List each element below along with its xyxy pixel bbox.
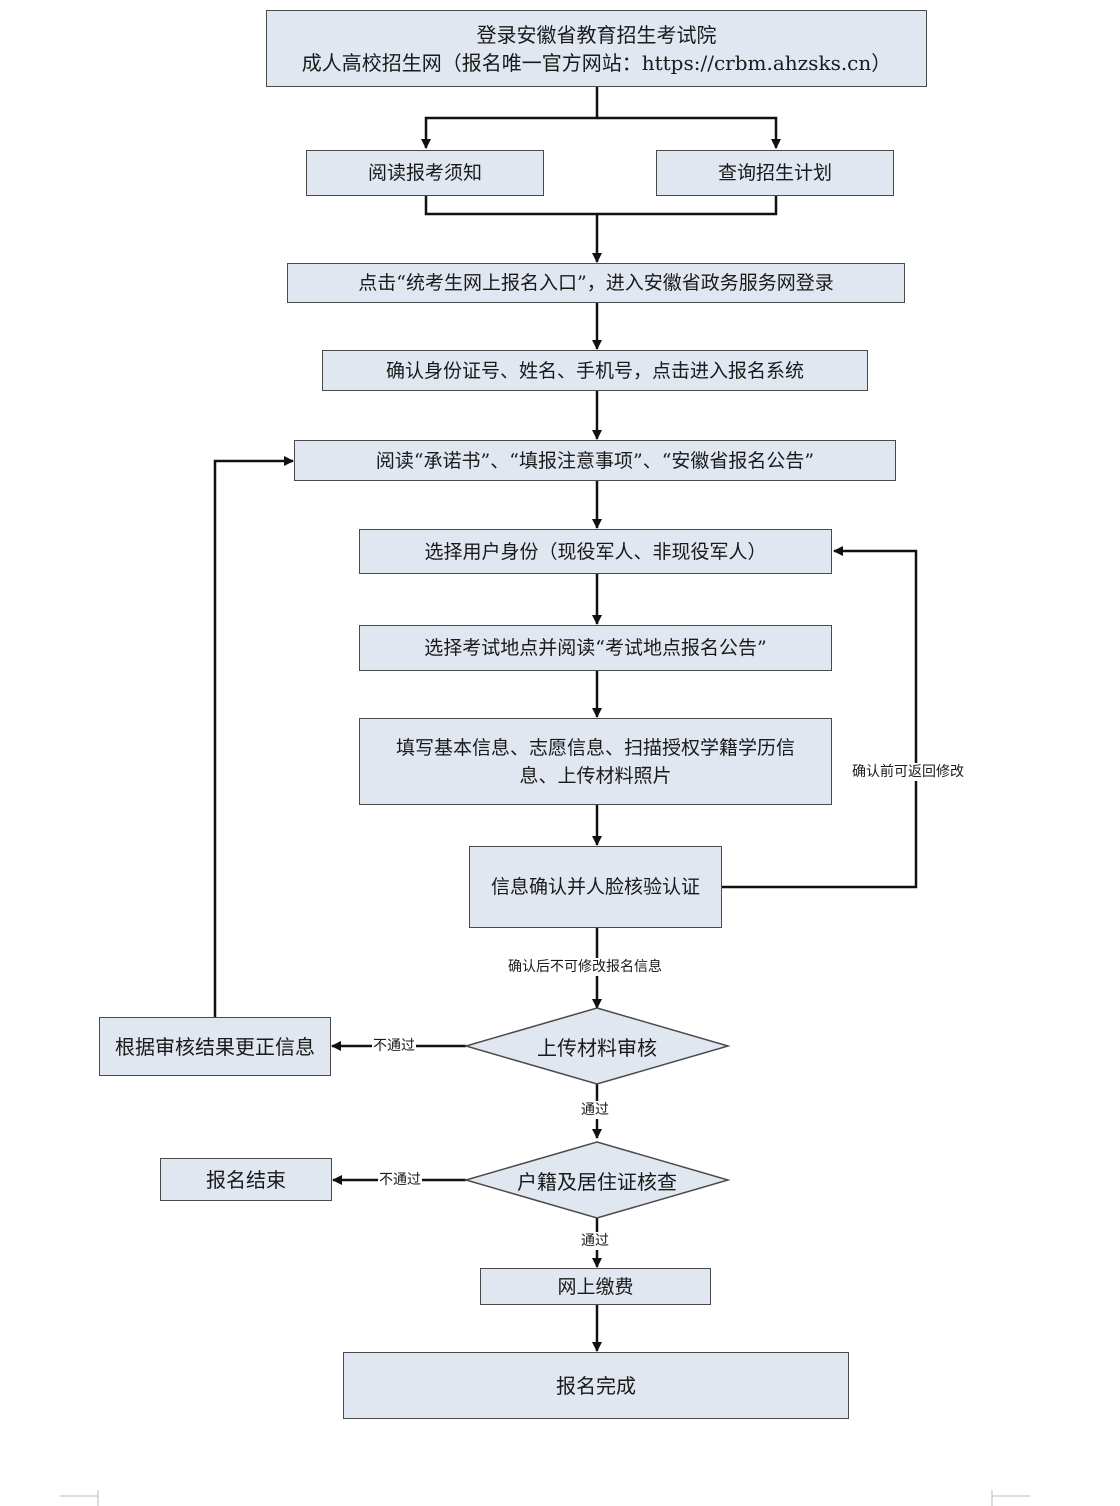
node-confirm-face: 信息确认并人脸核验认证: [469, 846, 722, 928]
node-material-review: 上传材料审核: [466, 1026, 728, 1066]
page-corner-mark: [60, 1490, 99, 1506]
node-correct-info: 根据审核结果更正信息: [99, 1017, 331, 1076]
node-household-check: 户籍及居住证核查: [466, 1160, 728, 1200]
edge-login-split: [421, 87, 599, 149]
edge-label-pass-household: 通过: [580, 1232, 610, 1250]
node-select-identity: 选择用户身份（现役军人、非现役军人）: [359, 529, 832, 574]
node-read-notice: 阅读报考须知: [306, 150, 544, 196]
node-click-entry-label: 点击“统考生网上报名入口”，进入安徽省政务服务网登录: [358, 272, 834, 294]
diamond-material-review: [463, 1007, 731, 1085]
node-login: 登录安徽省教育招生考试院 成人高校招生网（报名唯一官方网站：https://cr…: [266, 10, 927, 87]
node-reg-complete: 报名完成: [343, 1352, 849, 1419]
node-select-identity-label: 选择用户身份（现役军人、非现役军人）: [424, 540, 767, 563]
node-login-line2: 成人高校招生网（报名唯一官方网站：https://crbm.ahzsks.cn）: [301, 50, 892, 75]
edge-read-merge: [424, 196, 602, 263]
node-pay-online: 网上缴费: [480, 1268, 711, 1305]
node-select-site-label: 选择考试地点并阅读“考试地点报名公告”: [424, 637, 767, 659]
node-fill-info-line2: 息、上传材料照片: [519, 764, 672, 787]
node-reg-end-label: 报名结束: [206, 1167, 286, 1192]
node-correct-info-label: 根据审核结果更正信息: [115, 1034, 315, 1059]
node-pay-online-label: 网上缴费: [557, 1275, 634, 1298]
edge-query-merge: [597, 196, 778, 216]
node-read-pledge: 阅读“承诺书”、“填报注意事项”、“安徽省报名公告”: [294, 440, 896, 481]
node-read-notice-label: 阅读报考须知: [367, 162, 482, 184]
edge-label-fail-review: 不通过: [372, 1037, 416, 1055]
node-query-plan: 查询招生计划: [656, 150, 894, 196]
node-material-review-label: 上传材料审核: [537, 1035, 657, 1060]
edge-label-fail-household: 不通过: [378, 1171, 422, 1189]
node-select-site: 选择考试地点并阅读“考试地点报名公告”: [359, 625, 832, 671]
node-confirm-id-label: 确认身份证号、姓名、手机号，点击进入报名系统: [385, 359, 804, 382]
edge-label-no-modify-after: 确认后不可修改报名信息: [507, 958, 663, 976]
node-click-entry: 点击“统考生网上报名入口”，进入安徽省政务服务网登录: [287, 263, 905, 303]
node-read-pledge-label: 阅读“承诺书”、“填报注意事项”、“安徽省报名公告”: [375, 449, 815, 472]
edge-label-pass-review: 通过: [580, 1101, 610, 1119]
node-query-plan-label: 查询招生计划: [717, 162, 832, 184]
page-corner-mark: [991, 1490, 1030, 1506]
edge-split-query: [597, 116, 781, 149]
node-confirm-face-label: 信息确认并人脸核验认证: [490, 876, 700, 898]
node-household-check-label: 户籍及居住证核查: [517, 1169, 677, 1194]
edge-face-return: [722, 546, 918, 889]
node-fill-info-line1: 填写基本信息、志愿信息、扫描授权学籍学历信: [395, 736, 795, 759]
edge-correct-loop: [213, 456, 294, 1017]
node-fill-info: 填写基本信息、志愿信息、扫描授权学籍学历信 息、上传材料照片: [359, 718, 832, 805]
node-reg-complete-label: 报名完成: [556, 1373, 636, 1398]
node-confirm-id: 确认身份证号、姓名、手机号，点击进入报名系统: [322, 350, 868, 391]
node-reg-end: 报名结束: [160, 1158, 332, 1201]
node-login-line1: 登录安徽省教育招生考试院: [476, 22, 717, 47]
edge-label-return-modify: 确认前可返回修改: [851, 763, 965, 781]
diamond-household-check: [463, 1141, 731, 1219]
